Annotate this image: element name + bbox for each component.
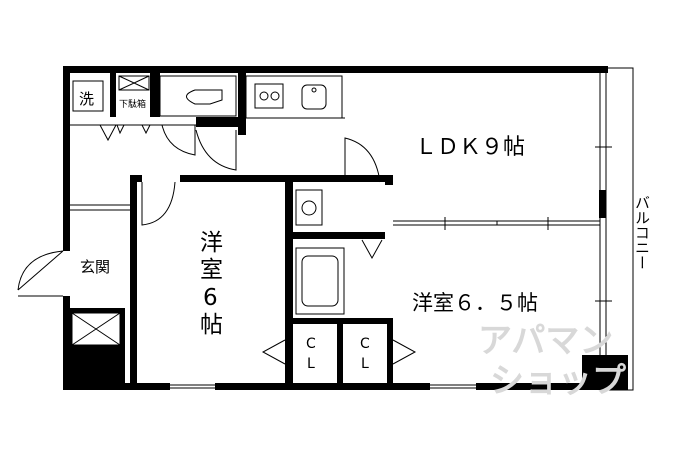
- entrance-door[interactable]: [17, 250, 64, 291]
- door-toilet[interactable]: [161, 124, 196, 156]
- label-closet-1: C L: [306, 336, 316, 372]
- storage-x: [71, 312, 121, 346]
- kitchen-counter: [245, 75, 343, 119]
- svg-text:6: 6: [203, 285, 218, 311]
- closet-door-marks: [99, 124, 151, 142]
- watermark: アパマン ショップ: [478, 321, 626, 401]
- svg-text:帖: 帖: [200, 312, 223, 338]
- closet-door-mark: [261, 339, 286, 365]
- washing-machine-area: [72, 80, 104, 112]
- stove-icon: [254, 83, 284, 109]
- room-label-western-6: 洋 室 6 帖: [200, 230, 223, 338]
- bath-door-mark: [361, 239, 383, 260]
- sliding-partition[interactable]: [393, 217, 600, 230]
- svg-text:C: C: [360, 336, 370, 352]
- label-closet-2: C L: [360, 336, 370, 372]
- door-western-6[interactable]: [141, 181, 176, 226]
- label-shoe-cabinet: 下駄箱: [119, 98, 146, 110]
- toilet-icon: [186, 89, 223, 105]
- watermark-line1: アパマン: [478, 321, 613, 361]
- wall-segment: [599, 190, 606, 218]
- door-ldk[interactable]: [344, 137, 381, 183]
- label-laundry: 洗: [79, 90, 94, 108]
- svg-text:C: C: [306, 336, 316, 352]
- label-balcony: バルコニー: [633, 195, 651, 270]
- shoe-cabinet-top: [118, 75, 150, 91]
- interior-walls: [110, 73, 393, 385]
- bathtub: [295, 247, 345, 315]
- svg-text:洋: 洋: [200, 230, 223, 256]
- sink-icon: [301, 84, 327, 110]
- svg-text:L: L: [307, 356, 315, 372]
- svg-text:L: L: [361, 356, 369, 372]
- washbasin: [295, 189, 323, 226]
- watermark-line2: ショップ: [490, 361, 626, 401]
- room-label-western-65: 洋室６．５帖: [412, 291, 538, 315]
- svg-text:室: 室: [200, 257, 223, 283]
- closet-door-mark: [392, 339, 417, 365]
- room-label-ldk: ＬＤＫ９帖: [415, 135, 525, 160]
- toilet-room: [159, 75, 237, 117]
- room-label-entrance: 玄関: [80, 258, 110, 276]
- door-hall[interactable]: [195, 129, 237, 171]
